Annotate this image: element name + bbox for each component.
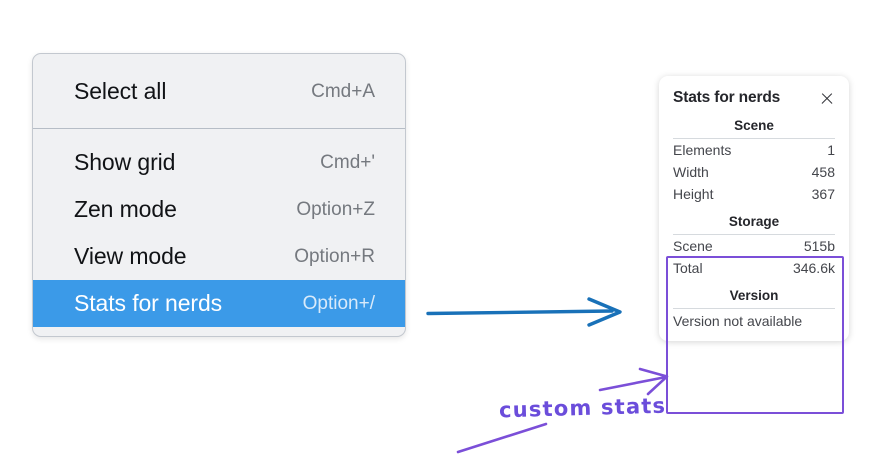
menu-item-shortcut: Cmd+': [320, 151, 375, 173]
menu-item-shortcut: Cmd+A: [311, 80, 375, 102]
stats-row-storage-scene: Scene 515b: [659, 235, 849, 257]
menu-item-view-mode[interactable]: View mode Option+R: [33, 233, 405, 280]
menu-separator: [33, 128, 405, 129]
stats-row-key: Width: [673, 164, 709, 180]
annotation-label: custom stats: [498, 393, 667, 423]
purple-underline-stroke: [456, 422, 548, 454]
section-rule: [673, 308, 835, 309]
stats-row-value: 515b: [803, 238, 835, 254]
stats-row-value: 346.6k: [792, 260, 835, 276]
stats-row-key: Height: [673, 186, 714, 202]
purple-arrow: [598, 367, 669, 396]
panel-title: Stats for nerds: [673, 89, 781, 106]
section-heading-scene: Scene: [734, 118, 774, 133]
menu-item-stats-for-nerds[interactable]: Stats for nerds Option+/: [33, 280, 405, 327]
menu-item-label: Show grid: [74, 149, 176, 175]
menu-item-shortcut: Option+/: [302, 292, 375, 314]
menu-item-label: Select all: [74, 78, 167, 104]
blue-arrow: [426, 297, 622, 327]
stats-row-elements: Elements 1: [659, 139, 849, 161]
stats-row-key: Scene: [673, 238, 713, 254]
section-heading-storage: Storage: [728, 214, 780, 229]
menu-item-label: Zen mode: [74, 196, 177, 222]
stats-panel-header: Stats for nerds: [659, 85, 849, 109]
stats-row-value: 367: [811, 186, 835, 202]
menu-item-zen-mode[interactable]: Zen mode Option+Z: [33, 186, 405, 233]
section-rule: [673, 234, 835, 235]
stats-row-storage-total: Total 346.6k: [659, 257, 849, 279]
stats-row-key: Elements: [673, 142, 732, 158]
section-rule: [673, 138, 835, 139]
stats-row-width: Width 458: [659, 161, 849, 183]
version-text: Version not available: [673, 313, 803, 329]
menu-group-primary: Select all Cmd+A: [33, 54, 405, 128]
stats-row-value: 1: [827, 142, 835, 158]
stats-row-value: 458: [811, 164, 835, 180]
menu-item-label: View mode: [74, 243, 187, 269]
stats-row-height: Height 367: [659, 183, 849, 205]
stats-for-nerds-panel[interactable]: Stats for nerds Scene Elements 1 Width 4…: [659, 76, 849, 341]
section-heading-version: Version: [729, 288, 779, 303]
menu-item-shortcut: Option+R: [294, 245, 375, 267]
context-menu[interactable]: Select all Cmd+A Show grid Cmd+' Zen mod…: [32, 53, 406, 337]
menu-item-select-all[interactable]: Select all Cmd+A: [33, 68, 405, 115]
close-icon[interactable]: [819, 90, 835, 106]
menu-item-show-grid[interactable]: Show grid Cmd+': [33, 139, 405, 186]
stats-row-key: Total: [673, 260, 703, 276]
menu-item-label: Stats for nerds: [74, 290, 223, 316]
menu-item-shortcut: Option+Z: [296, 198, 375, 220]
menu-group-view: Show grid Cmd+' Zen mode Option+Z View m…: [33, 129, 405, 336]
